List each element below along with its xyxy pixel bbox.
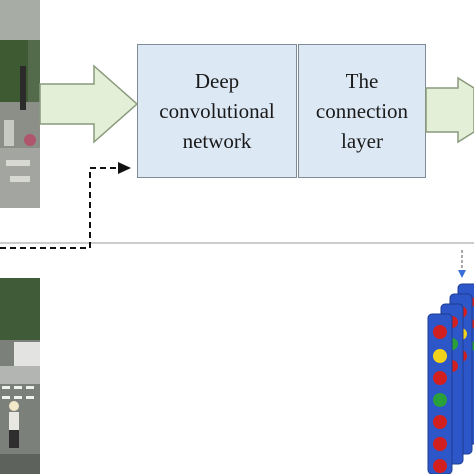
signal-pointer-arrowhead: [458, 270, 466, 278]
street-scene-photo-bottom: [0, 278, 40, 474]
street-photo-top-detail: [0, 0, 40, 208]
deep-convolutional-network-label: Deep convolutional network: [159, 69, 275, 153]
dashed-feedback-connector: [0, 167, 118, 249]
dashed-connector-arrowhead: [118, 162, 131, 174]
deep-convolutional-network-box: Deep convolutional network: [137, 44, 297, 178]
output-arrow: [425, 76, 474, 144]
traffic-signal-stack: [427, 283, 474, 474]
street-photo-bottom-detail: [0, 278, 40, 474]
connection-layer-box: The connection layer: [298, 44, 426, 178]
input-arrow: [39, 64, 139, 144]
traffic-signal-front: [427, 313, 453, 474]
connection-layer-label: The connection layer: [315, 69, 409, 153]
street-scene-photo-top: [0, 0, 40, 208]
